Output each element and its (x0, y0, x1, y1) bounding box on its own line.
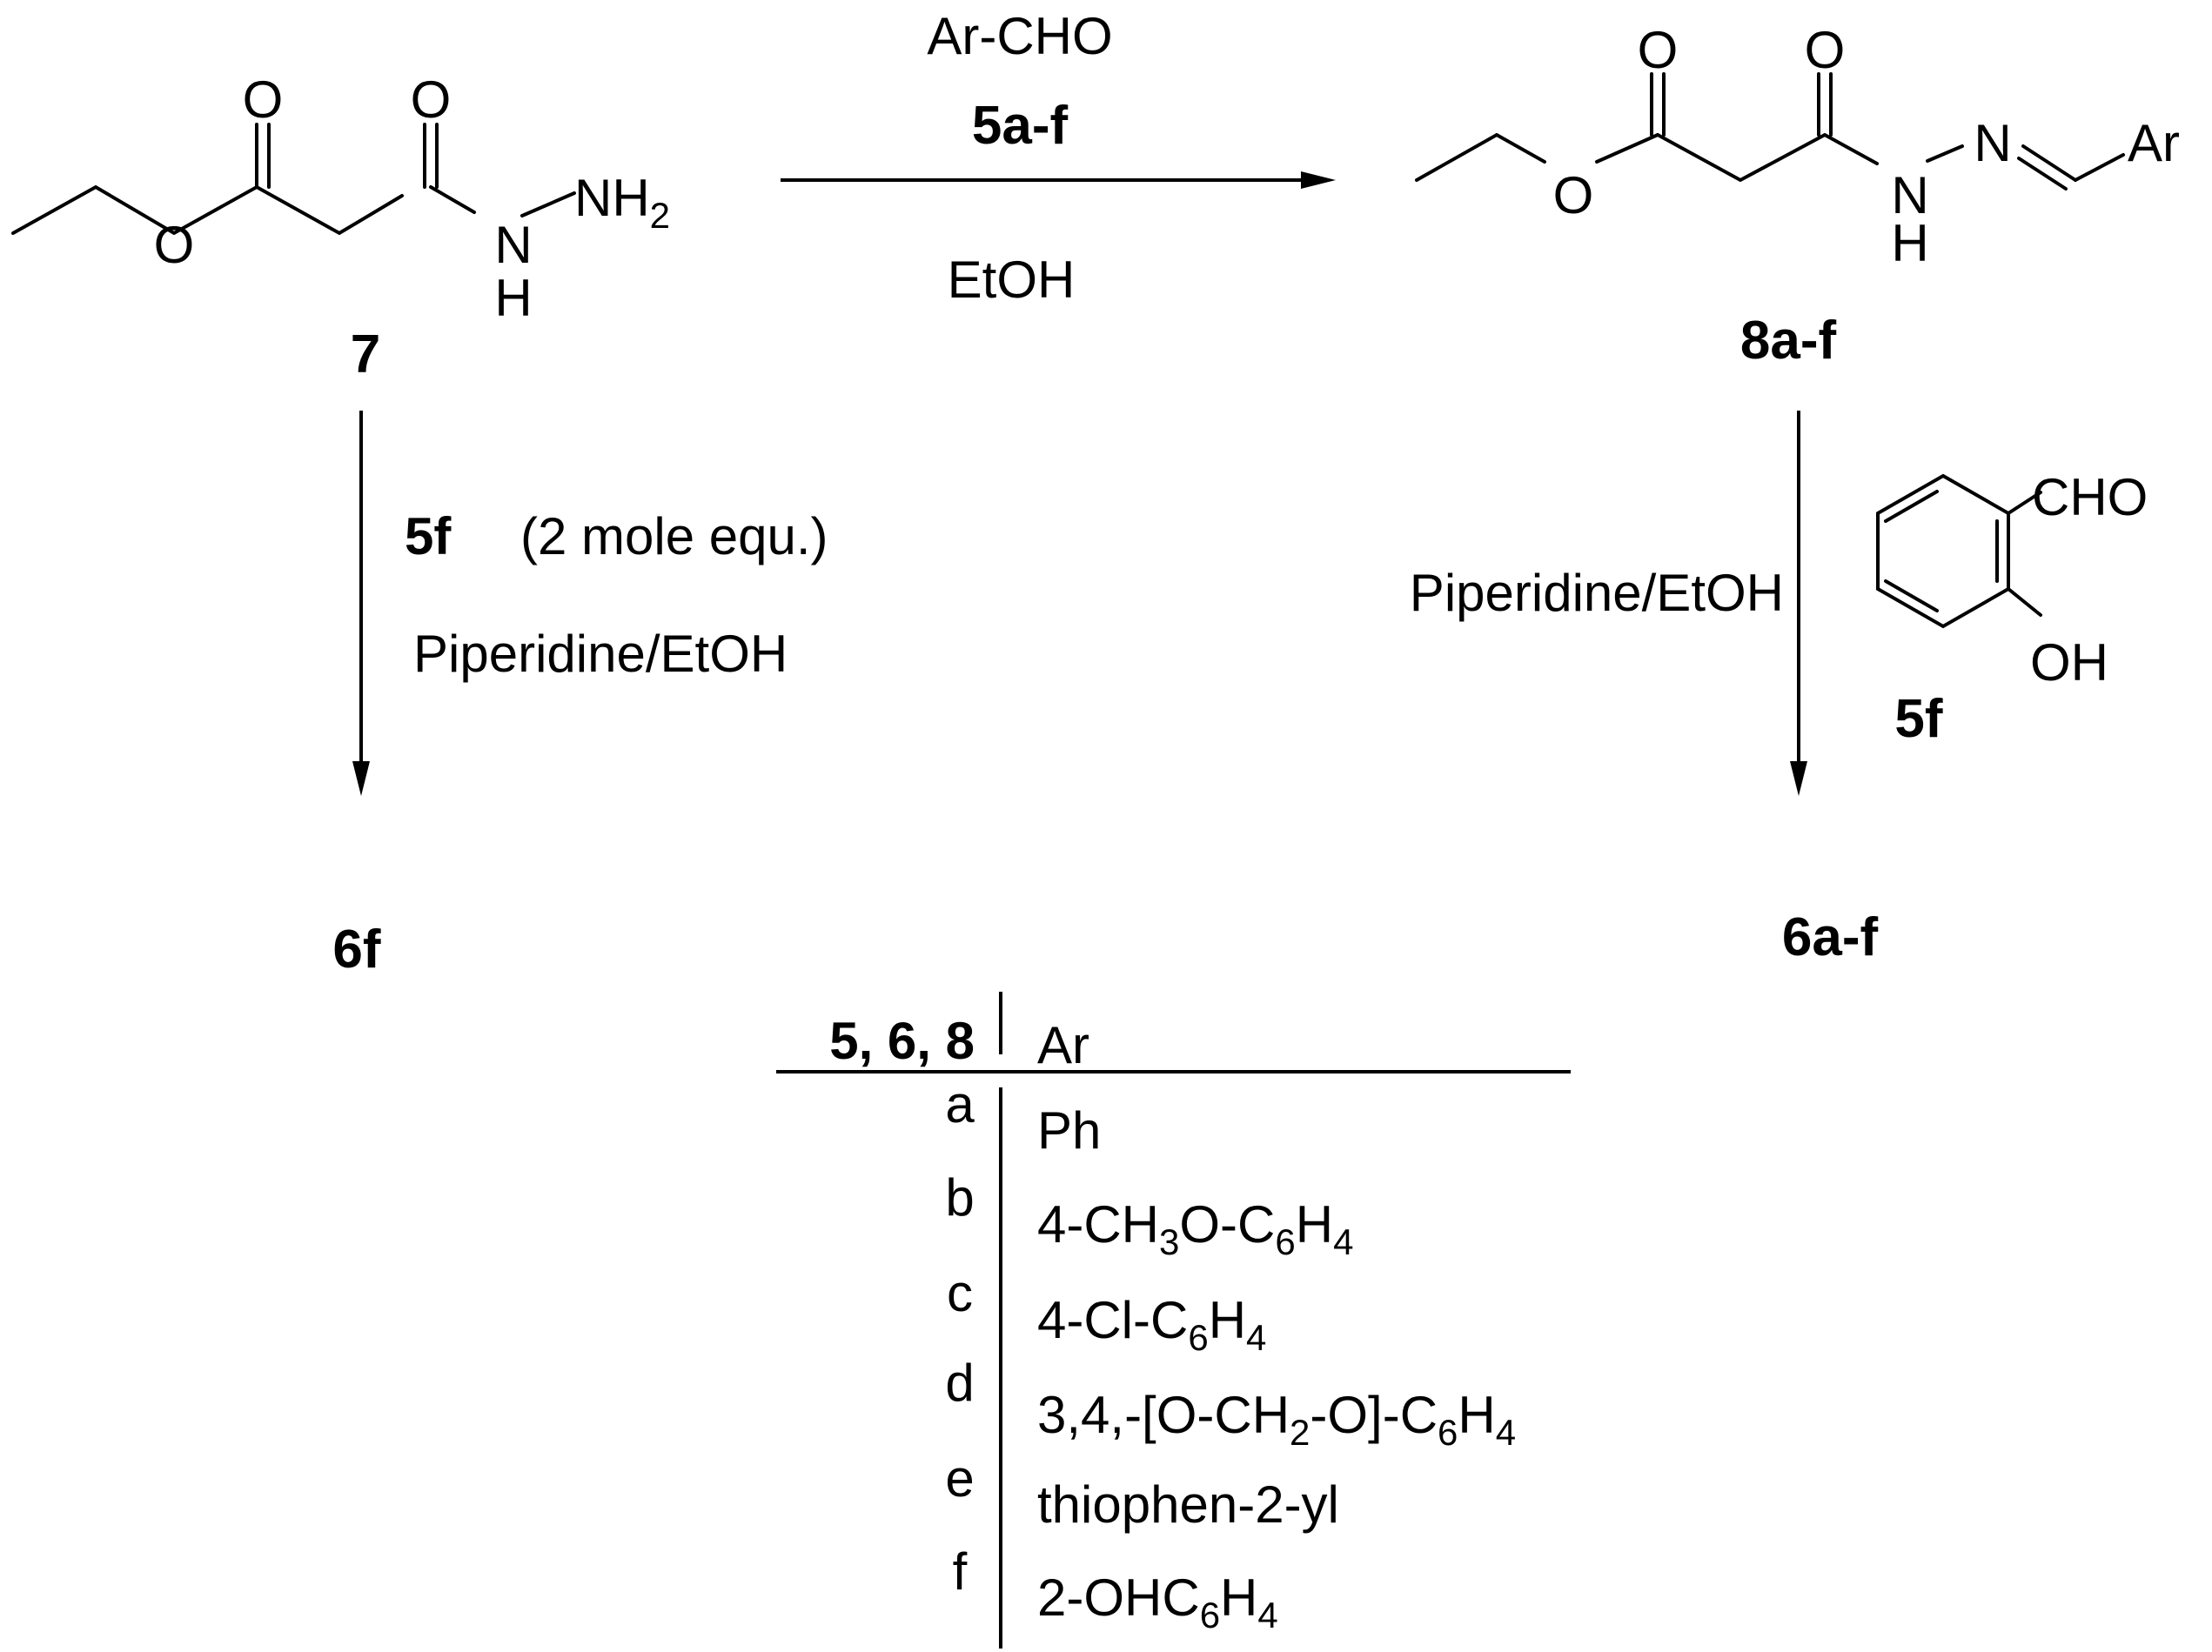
left-step-conditions: Piperidine/EtOH (413, 625, 788, 683)
compound-8-label: 8a-f (1740, 311, 1837, 371)
c8-o-carbonyl-2: O (1805, 21, 1846, 79)
c7-n: N (494, 216, 532, 274)
table-row-ar: 3,4,-[O-CH2-O]-C6H4 (1037, 1386, 1516, 1453)
product-6f: 6f (332, 920, 380, 980)
table-row-ar: thiophen-2-yl (1037, 1475, 1339, 1534)
table-row-letter: c (947, 1264, 973, 1322)
compound-7-label: 7 (351, 324, 380, 385)
substituent-table: 5, 6, 8 Ar a Ph b 4-CH3O-C6H4 c 4-Cl-C6H4 d 3,4… (776, 992, 1571, 1649)
table-rows: a Ph b 4-CH3O-C6H4 c 4-Cl-C6H4 d 3,4,-[O-CH2-O]… (945, 1075, 1516, 1635)
right-down-arrow (1790, 411, 1807, 796)
c7-o-carbonyl-1: O (243, 70, 284, 129)
salicylaldehyde-structure: CHO OH 5f (1876, 468, 2148, 749)
left-down-arrow (352, 411, 370, 796)
table-row-letter: a (945, 1075, 975, 1134)
c8-n-amide: N (1891, 166, 1928, 224)
step1-reagent-label: 5a-f (972, 96, 1069, 156)
table-header-compounds: 5, 6, 8 (829, 1012, 975, 1070)
table-row-letter: d (945, 1354, 974, 1412)
c8-n-imine: N (1974, 114, 2011, 172)
c7-h: H (494, 269, 532, 327)
c8-ar: Ar (2128, 114, 2180, 172)
c7-o-carbonyl-2: O (411, 70, 452, 129)
right-step-conditions: Piperidine/EtOH (1410, 564, 1784, 622)
c8-o-carbonyl-1: O (1638, 21, 1679, 79)
salicylaldehyde-cho: CHO (2032, 468, 2148, 526)
step1-arrow (781, 171, 1336, 189)
step1-reagent: Ar-CHO (927, 7, 1112, 65)
c8-h: H (1891, 214, 1928, 272)
c7-o-ester: O (154, 216, 195, 274)
left-step-reagent: 5f(2 mole equ.) (405, 507, 828, 565)
table-row-ar: Ph (1037, 1101, 1101, 1160)
table-row-ar: 4-CH3O-C6H4 (1037, 1195, 1353, 1262)
table-row-letter: f (953, 1542, 968, 1601)
c8-o-ester: O (1553, 166, 1594, 224)
table-row-ar: 4-Cl-C6H4 (1037, 1291, 1266, 1358)
salicylaldehyde-oh: OH (2030, 633, 2108, 692)
table-row-letter: b (945, 1168, 974, 1227)
compound-7-structure: O O O N H NH2 7 (11, 70, 670, 385)
salicylaldehyde-label: 5f (1894, 689, 1942, 749)
product-6a-f: 6a-f (1782, 907, 1879, 967)
compound-8-structure: O O O N H N Ar 8a-f (1415, 21, 2180, 371)
step1-solvent: EtOH (948, 251, 1076, 309)
table-header-ar: Ar (1037, 1016, 1089, 1074)
table-row-letter: e (945, 1449, 974, 1508)
c7-nh2: NH2 (574, 169, 670, 236)
table-row-ar: 2-OHC6H4 (1037, 1568, 1278, 1635)
